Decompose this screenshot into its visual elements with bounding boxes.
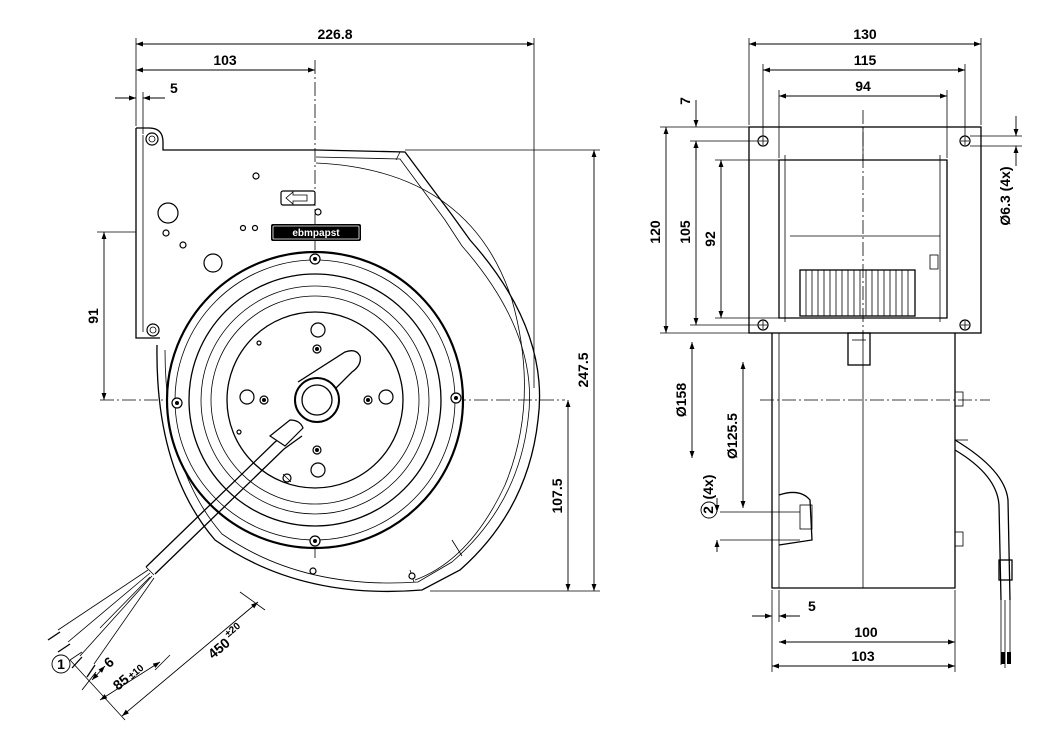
plate-hole-large [157,202,179,224]
dim-flange-width: 115 [854,52,877,68]
callout-2-label: 2 [700,506,716,514]
dim-bolt-circle: Ø125.5 [724,413,740,459]
dim-hole-diameter: Ø6.3 (4x) [997,166,1013,225]
callout-1: 1 [51,651,83,674]
dim-inlet-height: 92 [702,231,718,247]
mount-hole-bottom [146,323,160,337]
dim-lower-height: 107.5 [549,478,565,513]
side-cable [954,439,1013,668]
dim-depth-inner: 100 [854,624,878,640]
mount-hole-top [145,132,159,146]
cable [47,419,304,678]
dim-housing-width: 94 [855,78,871,94]
callout-1-label: 1 [57,656,65,672]
dim-hole-pitch: 105 [677,220,693,244]
dim-side-overall-width: 130 [853,26,877,42]
front-dimensions: 226.8 103 5 91 247.5 107.5 [51,26,600,721]
dim-overall-height: 247.5 [575,352,591,387]
dim-center-offset: 103 [213,52,237,68]
plate-features: ebmpapst [157,172,361,273]
dim-flange-offset-top: 7 [677,97,693,105]
brand-plate: ebmpapst [271,224,361,241]
plate-hole-medium [203,253,223,273]
dim-overall-width: 226.8 [317,26,352,42]
callout-2: 2 (4x) [700,475,720,552]
side-view: 130 115 94 7 120 105 [647,26,1022,672]
dim-mount-height: 91 [85,308,101,324]
motor-disk [165,250,465,550]
dim-flange-offset: 5 [170,80,178,96]
brand-label: ebmpapst [292,228,340,239]
dim-strip-length-tol: ±10 [127,662,147,681]
side-dimensions: 130 115 94 7 120 105 [647,26,1022,672]
side-housing [720,332,968,589]
dim-cable-length-tol: ±20 [223,621,243,640]
dim-housing-diameter: Ø158 [673,383,689,417]
front-view: ebmpapst [47,26,600,721]
impeller-blades [805,270,909,316]
dim-flange-height: 120 [647,220,663,244]
side-flange [748,126,982,334]
dim-depth-outer: 103 [851,648,875,664]
scroll-housing [156,149,541,593]
mounting-flange [135,127,316,339]
dim-side-flange-thickness: 5 [808,598,816,614]
rotation-arrow-icon [280,190,316,206]
callout-2-count: (4x) [700,475,716,500]
